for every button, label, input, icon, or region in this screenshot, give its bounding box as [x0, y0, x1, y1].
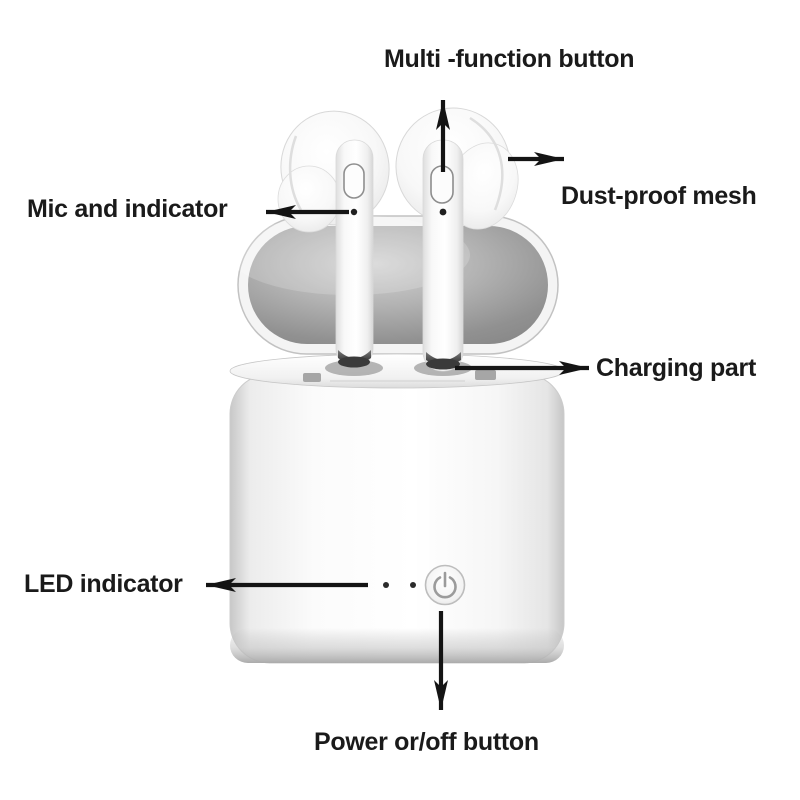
charging-case: [229, 353, 565, 664]
hinge-slot-right: [475, 370, 496, 380]
function-button-left: [343, 163, 365, 199]
label-mic-and-indicator: Mic and indicator: [27, 195, 228, 223]
case-top-surface: [229, 353, 565, 389]
mic-hole-dot: [350, 208, 358, 216]
label-led-indicator: LED indicator: [24, 570, 183, 598]
led-dots: [383, 582, 416, 588]
earbud-left: [277, 110, 390, 368]
hinge-slot-left: [303, 373, 321, 382]
mic-hole-dot: [439, 208, 447, 216]
earbud-right: [395, 107, 519, 372]
case-lid: [230, 215, 559, 355]
power-icon: [433, 571, 457, 599]
power-button: [424, 564, 466, 606]
label-dust-proof-mesh: Dust-proof mesh: [561, 182, 757, 210]
label-charging-part: Charging part: [596, 354, 756, 382]
label-power-on-off-button: Power or/off button: [314, 728, 539, 756]
label-multi-function-button: Multi -function button: [384, 45, 635, 73]
